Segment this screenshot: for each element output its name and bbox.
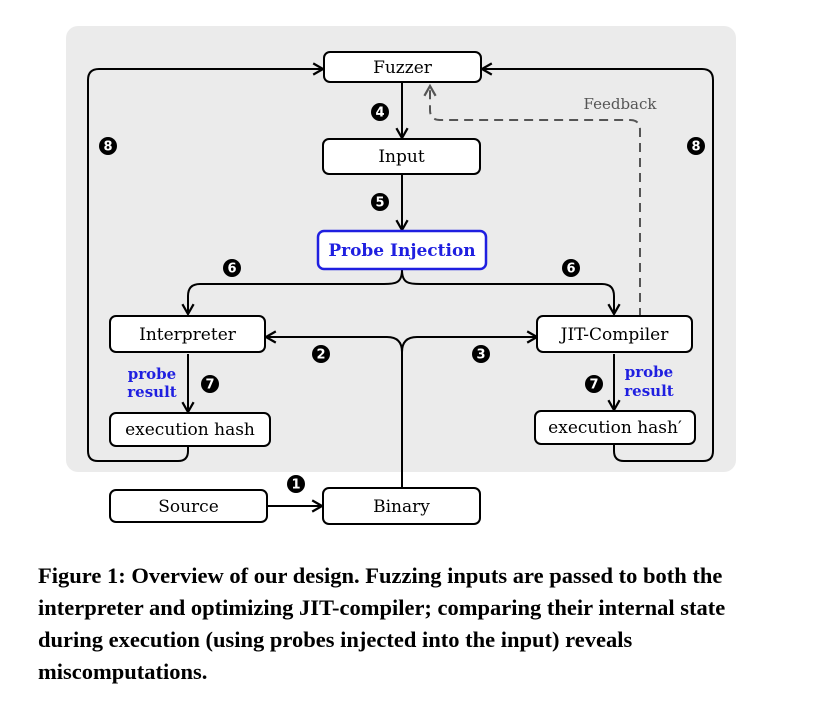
probe-injection-box <box>316 229 488 271</box>
edge-hash-fuzzer-right <box>479 62 714 462</box>
probe-result-left-line2: result <box>127 383 176 401</box>
edge-binary-jit <box>401 330 540 353</box>
step-6-left-badge: 6 <box>227 262 236 277</box>
step-3-badge: 3 <box>476 348 485 363</box>
step-4-badge: 4 <box>375 106 384 121</box>
source-box <box>109 489 268 523</box>
binary-box <box>322 487 481 525</box>
fuzzer-label: Fuzzer <box>373 58 433 78</box>
step-6-right-badge: 6 <box>566 262 575 277</box>
feedback-label: Feedback <box>584 95 658 113</box>
step-8-left-badge: 8 <box>103 140 112 155</box>
execution-hash-left-box <box>109 412 271 447</box>
binary-label: Binary <box>373 497 430 517</box>
jit-compiler-box <box>536 315 693 353</box>
execution-hash-right-box <box>534 410 696 445</box>
probe-result-right-line1: probe <box>625 363 673 381</box>
step-badges: 1 2 3 4 5 6 6 7 7 8 8 <box>99 103 705 493</box>
interpreter-box <box>109 315 266 353</box>
step-1-badge: 1 <box>291 478 300 493</box>
step-7-left-badge: 7 <box>205 378 214 393</box>
design-overview-diagram: Fuzzer Input Probe Injection Interpreter… <box>66 26 736 525</box>
edge-probe-jit <box>401 269 621 317</box>
source-label: Source <box>158 497 219 517</box>
step-8-right-badge: 8 <box>691 140 700 155</box>
execution-hash-right-label: execution hash′ <box>548 418 682 438</box>
step-7-right-badge: 7 <box>589 378 598 393</box>
input-label: Input <box>378 147 424 167</box>
fuzzer-box <box>323 51 482 83</box>
edge-feedback <box>423 83 641 317</box>
input-box <box>322 138 481 175</box>
step-5-badge: 5 <box>375 196 384 211</box>
figure-caption: Figure 1: Overview of our design. Fuzzin… <box>38 563 726 684</box>
execution-hash-left-label: execution hash <box>125 420 255 440</box>
step-2-badge: 2 <box>316 348 325 363</box>
probe-result-left-line1: probe <box>128 365 176 383</box>
edge-probe-interpreter <box>181 269 403 317</box>
probe-injection-label: Probe Injection <box>328 241 475 261</box>
probe-result-right-line2: result <box>624 382 673 400</box>
interpreter-label: Interpreter <box>139 325 237 345</box>
jit-compiler-label: JIT-Compiler <box>559 325 670 345</box>
edge-hash-fuzzer-left <box>87 62 326 462</box>
